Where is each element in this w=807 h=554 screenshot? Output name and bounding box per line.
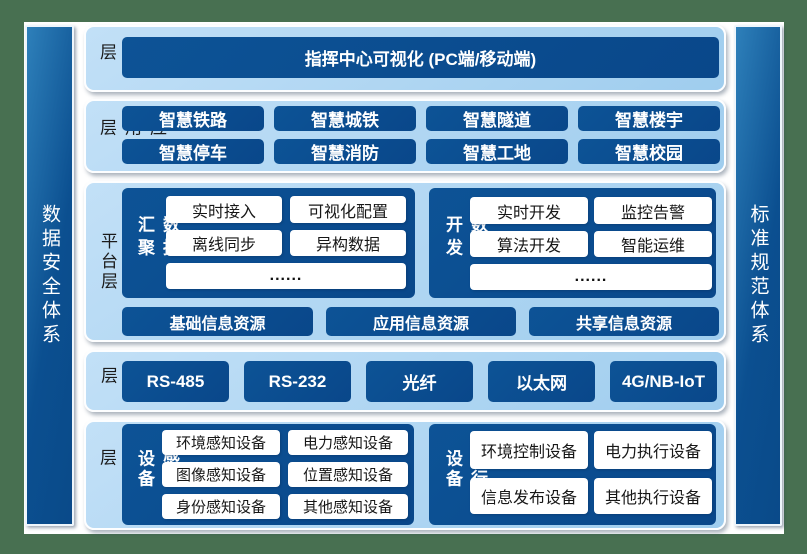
pill-info-publish: 信息发布设备 <box>470 478 588 514</box>
pill-other-sensor: 其他感知设备 <box>288 494 408 519</box>
app-button-smart-parking: 智慧停车 <box>122 139 264 164</box>
command-center-banner: 指挥中心可视化 (PC端/移动端) <box>122 37 719 78</box>
network-layer-panel: 网络层 RS-485 RS-232 光纤 以太网 4G/NB-IoT <box>84 350 726 412</box>
actuator-devices-pills: 环境控制设备 电力执行设备 信息发布设备 其他执行设备 <box>470 431 712 514</box>
net-button-ethernet: 以太网 <box>488 361 595 402</box>
pill-realtime-access: 实时接入 <box>166 196 282 223</box>
sensing-devices-group: 感知设备 环境感知设备 电力感知设备 图像感知设备 位置感知设备 身份感知设备 … <box>122 424 414 525</box>
pill-offline-sync: 离线同步 <box>166 230 282 256</box>
standards-label: 标准规范体系 <box>747 203 769 348</box>
pill-location-sensor: 位置感知设备 <box>288 462 408 487</box>
sensing-devices-pills: 环境感知设备 电力感知设备 图像感知设备 位置感知设备 身份感知设备 其他感知设… <box>162 430 408 519</box>
app-button-smart-railway: 智慧铁路 <box>122 106 264 131</box>
app-button-smart-tunnel: 智慧隧道 <box>426 106 568 131</box>
app-button-smart-fire: 智慧消防 <box>274 139 416 164</box>
data-aggregation-group: 数据汇聚 实时接入 可视化配置 离线同步 异构数据 ...... <box>122 188 415 298</box>
application-layer-panel: 应用层 智慧铁路 智慧城铁 智慧隧道 智慧楼宇 智慧停车 智慧消防 智慧工地 智… <box>84 99 726 173</box>
pill-identity-sensor: 身份感知设备 <box>162 494 280 519</box>
pill-environment-sensor: 环境感知设备 <box>162 430 280 455</box>
pill-monitor-alert: 监控告警 <box>594 197 712 224</box>
pill-algorithm-dev: 算法开发 <box>470 231 588 257</box>
app-button-smart-building: 智慧楼宇 <box>578 106 720 131</box>
pill-more-development: ...... <box>470 264 712 290</box>
net-button-rs232: RS-232 <box>244 361 351 402</box>
pill-image-sensor: 图像感知设备 <box>162 462 280 487</box>
app-button-smart-metro: 智慧城铁 <box>274 106 416 131</box>
pill-power-sensor: 电力感知设备 <box>288 430 408 455</box>
pill-power-actuator: 电力执行设备 <box>594 431 712 469</box>
data-aggregation-pills: 实时接入 可视化配置 离线同步 异构数据 ...... <box>166 196 406 289</box>
pill-other-actuator: 其他执行设备 <box>594 478 712 514</box>
resource-application-info: 应用信息资源 <box>326 307 516 336</box>
pill-intelligent-ops: 智能运维 <box>594 231 712 257</box>
network-button-grid: RS-485 RS-232 光纤 以太网 4G/NB-IoT <box>122 361 717 402</box>
platform-layer-panel: 平台层 数据汇聚 实时接入 可视化配置 离线同步 异构数据 ...... 数据开… <box>84 181 726 342</box>
application-button-grid: 智慧铁路 智慧城铁 智慧隧道 智慧楼宇 智慧停车 智慧消防 智慧工地 智慧校园 <box>122 106 720 164</box>
actuator-devices-group: 执行设备 环境控制设备 电力执行设备 信息发布设备 其他执行设备 <box>429 424 716 525</box>
pill-heterogeneous-data: 异构数据 <box>290 230 406 256</box>
perception-layer-panel: 感知层 感知设备 环境感知设备 电力感知设备 图像感知设备 位置感知设备 身份感… <box>84 420 726 530</box>
resource-basic-info: 基础信息资源 <box>122 307 313 336</box>
app-button-smart-site: 智慧工地 <box>426 139 568 164</box>
app-button-smart-campus: 智慧校园 <box>578 139 720 164</box>
net-button-4g-nb-iot: 4G/NB-IoT <box>610 361 717 402</box>
pill-realtime-dev: 实时开发 <box>470 197 588 224</box>
pill-environment-control: 环境控制设备 <box>470 431 588 469</box>
standards-pillar: 标准规范体系 <box>734 25 782 526</box>
display-layer-panel: 展示层 指挥中心可视化 (PC端/移动端) <box>84 25 726 92</box>
net-button-fiber: 光纤 <box>366 361 473 402</box>
data-security-pillar: 数据安全体系 <box>25 25 74 526</box>
data-development-group: 数据开发 实时开发 监控告警 算法开发 智能运维 ...... <box>429 188 716 298</box>
net-button-rs485: RS-485 <box>122 361 229 402</box>
data-security-label: 数据安全体系 <box>39 203 60 348</box>
data-development-pills: 实时开发 监控告警 算法开发 智能运维 ...... <box>470 197 712 290</box>
platform-layer-label: 平台层 <box>98 231 117 292</box>
pill-more-aggregation: ...... <box>166 263 406 289</box>
resource-shared-info: 共享信息资源 <box>529 307 719 336</box>
pill-visual-config: 可视化配置 <box>290 196 406 223</box>
